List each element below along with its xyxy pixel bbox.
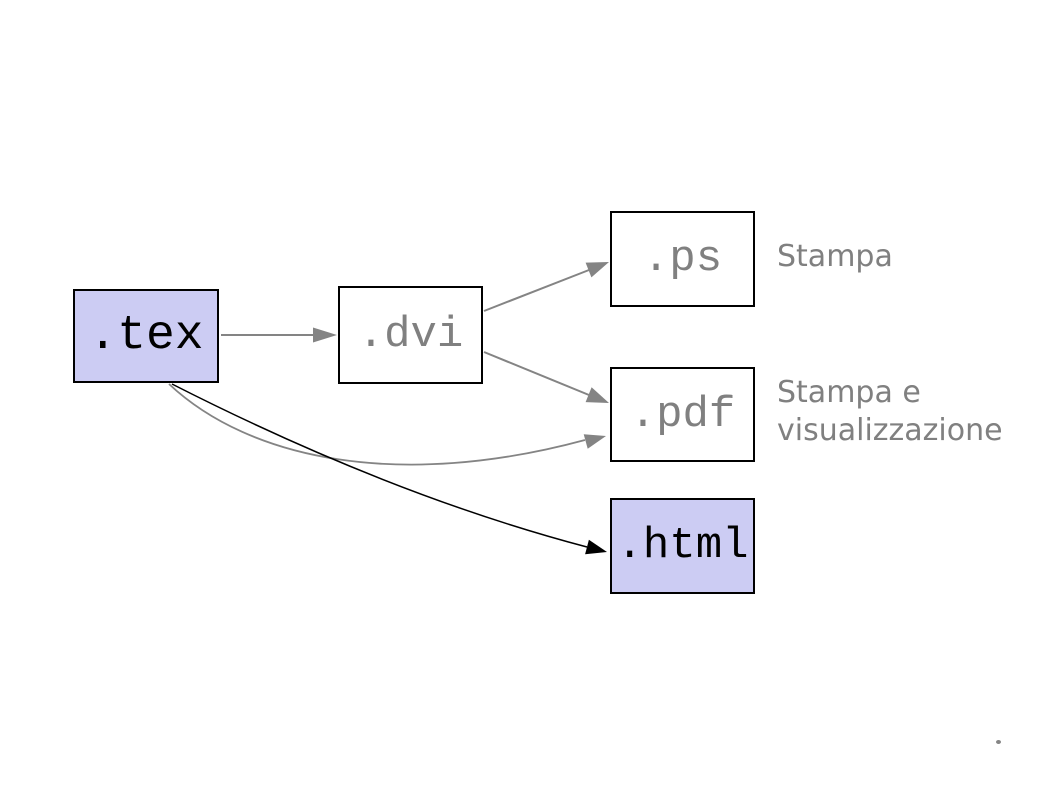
edge-tex-pdf-curve bbox=[168, 383, 586, 466]
annotation-pdf-line2: visualizzazione bbox=[777, 413, 1003, 448]
edge-tex-html-curve bbox=[171, 383, 588, 548]
arrowhead-tex-dvi bbox=[313, 327, 337, 343]
node-pdf-label: .pdf bbox=[629, 389, 736, 440]
annotation-pdf: Stampa e visualizzazione bbox=[777, 374, 1003, 450]
arrowhead-dvi-pdf bbox=[585, 387, 609, 403]
annotation-ps: Stampa bbox=[777, 239, 893, 274]
edge-dvi-pdf bbox=[483, 351, 590, 396]
edge-dvi-ps bbox=[483, 269, 590, 312]
arrowhead-tex-pdf bbox=[583, 434, 606, 449]
stray-dot bbox=[996, 740, 1001, 744]
node-dvi-box: .dvi bbox=[338, 286, 483, 384]
node-ps-label: .ps bbox=[642, 234, 723, 284]
node-pdf-box: .pdf bbox=[610, 367, 755, 462]
node-dvi-label: .dvi bbox=[357, 310, 464, 360]
node-tex-box: .tex bbox=[73, 289, 219, 383]
annotation-pdf-line1: Stampa e bbox=[777, 375, 921, 410]
node-ps-box: .ps bbox=[610, 211, 755, 307]
arrowhead-dvi-ps bbox=[585, 262, 609, 278]
node-tex-label: .tex bbox=[88, 309, 204, 363]
node-html-box: .html bbox=[610, 498, 755, 594]
node-html-label: .html bbox=[616, 521, 749, 571]
arrowhead-tex-html bbox=[585, 539, 607, 555]
